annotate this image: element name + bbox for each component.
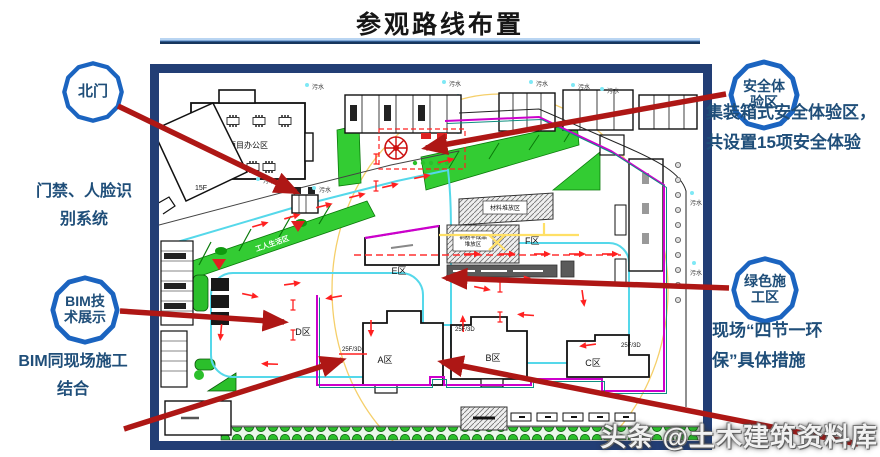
svg-text:E区: E区 [391, 266, 406, 276]
svg-text:25F/3D: 25F/3D [455, 327, 475, 333]
green-description: 现场“四节一环 保”具体措施 [712, 316, 880, 376]
bubble-label: 安全体 [743, 78, 785, 95]
title-underline [160, 38, 700, 44]
bubble-label: 北门 [77, 82, 108, 100]
svg-text:B区: B区 [485, 353, 500, 363]
bim-description: BIM同现场施工 结合 [0, 348, 146, 404]
svg-text:25F/3D: 25F/3D [342, 347, 362, 353]
route-arrows [216, 153, 621, 369]
description-line: 保”具体措施 [712, 350, 806, 370]
description-line: 集装箱式安全体验区， [706, 103, 876, 122]
watermark: 头条 @土木建筑资料库 [600, 422, 878, 452]
description-line: BIM同现场施工 [18, 353, 128, 370]
svg-text:C区: C区 [585, 358, 601, 368]
site-plan: 工人生活区 材料堆放区 [159, 80, 702, 441]
svg-text:污水: 污水 [607, 87, 619, 95]
svg-text:D区: D区 [295, 327, 311, 337]
callout-bubble-bim: BIM技 术展示 [48, 273, 122, 347]
callout-bubble-green: 绿色施 工区 [729, 254, 801, 326]
svg-text:污水: 污水 [449, 80, 461, 88]
scalloped-circle-icon [728, 59, 800, 131]
svg-text:污水: 污水 [312, 83, 324, 91]
description-line: 共设置15项安全体验 [706, 132, 861, 152]
svg-text:15F: 15F [195, 185, 207, 192]
bubble-label: BIM技 [65, 293, 105, 310]
svg-text:污水: 污水 [319, 186, 331, 194]
bubble-label: 验区 [750, 94, 778, 110]
scalloped-circle-icon [50, 275, 120, 345]
storage-areas: 材料堆放区 钢筋半成品 堆放区 [446, 192, 575, 431]
scalloped-circle-icon [731, 256, 799, 324]
utility-lines [439, 223, 579, 251]
svg-text:堆放区: 堆放区 [465, 240, 482, 248]
svg-text:污水: 污水 [536, 80, 548, 88]
callout-bubble-north-gate: 北门 [60, 59, 126, 125]
svg-text:A区: A区 [377, 355, 392, 365]
bubble-label: 术展示 [64, 309, 106, 325]
bubble-label: 绿色施 [744, 273, 786, 290]
description-line: 结合 [56, 381, 89, 398]
svg-text:材料堆放区: 材料堆放区 [490, 204, 520, 212]
svg-text:钢筋半成品: 钢筋半成品 [459, 233, 487, 241]
svg-text:污水: 污水 [690, 199, 702, 207]
svg-text:污水: 污水 [578, 83, 590, 91]
description-line: 别系统 [59, 211, 108, 228]
callout-bubble-safety: 安全体 验区 [726, 57, 802, 133]
description-line: 门禁、人脸识 [35, 183, 132, 200]
bubble-label: 工区 [751, 289, 779, 305]
north-gate-description: 门禁、人脸识 别系统 [14, 178, 154, 234]
svg-text:污水: 污水 [690, 269, 702, 277]
svg-text:25F/3D: 25F/3D [621, 343, 641, 349]
page-title: 参观路线布置 [355, 11, 524, 39]
site-plan-frame: 工人生活区 材料堆放区 [150, 64, 712, 450]
scalloped-circle-icon [62, 61, 124, 123]
description-line: 现场“四节一环 [712, 321, 823, 340]
svg-text:F区: F区 [525, 236, 540, 246]
svg-text:污水: 污水 [263, 177, 275, 185]
safety-description: 集装箱式安全体验区， 共设置15项安全体验 [706, 98, 880, 158]
